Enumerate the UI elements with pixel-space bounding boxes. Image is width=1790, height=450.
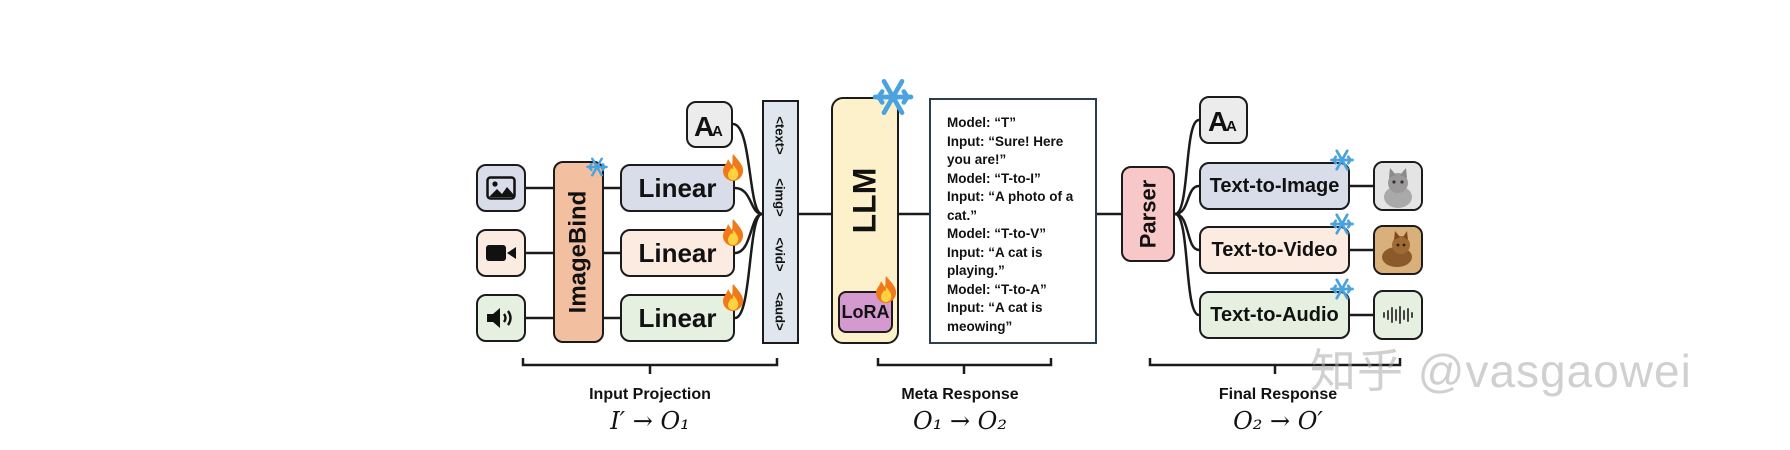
text-to-audio-generator: Text-to-Audio <box>1199 291 1350 339</box>
meta-line: Input: “A photo of a <box>947 189 1074 204</box>
section-label-final-response: Final Response <box>1218 386 1338 403</box>
linear-layer-video: Linear <box>620 229 735 277</box>
meta-line: Model: “T-to-A” <box>947 281 1047 297</box>
meta-line: Model: “T” <box>947 115 1016 130</box>
text-to-video-generator: Text-to-Video <box>1199 226 1350 274</box>
text-to-image-generator: Text-to-Image <box>1199 162 1350 210</box>
meta-line: you are!” <box>947 152 1007 167</box>
snowflake-icon <box>1330 213 1354 235</box>
cat-video-output <box>1373 225 1423 275</box>
cat-photo-icon <box>1375 163 1421 209</box>
text-size-icon: A A <box>694 111 723 139</box>
meta-line: Input: “A cat is <box>947 244 1043 260</box>
fire-icon <box>723 284 744 311</box>
image-modality-box <box>476 164 526 212</box>
image-icon <box>486 176 516 200</box>
meta-line: cat.” <box>947 207 978 223</box>
svg-text:A: A <box>694 111 714 139</box>
text-modality-box: A A <box>686 101 733 148</box>
meta-line: Input: “A cat is <box>947 300 1043 315</box>
waveform-icon <box>1383 306 1413 324</box>
audio-output <box>1373 290 1423 340</box>
text-size-icon: A A <box>1208 106 1237 134</box>
text-output-box: A A <box>1199 96 1248 144</box>
snowflake-icon <box>875 81 911 112</box>
meta-line: meowing” <box>947 318 1013 334</box>
section-label-input-projection: Input Projection <box>589 386 711 403</box>
audio-modality-box <box>476 294 526 342</box>
meta-line: playing.” <box>947 263 1005 278</box>
formula-meta-response: O₁ → O₂ <box>913 407 1007 435</box>
linear-layer-image: Linear <box>620 164 735 212</box>
watermark: 知乎 @vasgaowei <box>1310 345 1692 397</box>
fire-icon <box>723 154 744 181</box>
formula-final-response: O₂ → O′ <box>1233 407 1323 435</box>
fire-icon <box>876 276 897 303</box>
imagebind-encoder: ImageBind <box>553 161 604 343</box>
meta-line: Model: “T-to-V” <box>947 226 1046 241</box>
cat-image-output <box>1373 161 1423 211</box>
video-icon <box>486 245 516 261</box>
audio-icon <box>487 308 512 328</box>
parser-block: Parser <box>1121 166 1175 262</box>
cat-video-frame-icon <box>1375 227 1421 273</box>
modality-token-strip: <text> <img> <vid> <aud> <box>762 100 799 344</box>
section-label-meta-response: Meta Response <box>901 386 1019 403</box>
meta-line: Model: “T-to-I” <box>947 170 1041 186</box>
meta-line: Input: “Sure! Here <box>947 133 1064 149</box>
snowflake-icon <box>586 157 608 177</box>
svg-text:A: A <box>1226 118 1237 134</box>
snowflake-icon <box>1330 278 1354 300</box>
video-modality-box <box>476 229 526 277</box>
fire-icon <box>723 219 744 246</box>
linear-layer-audio: Linear <box>620 294 735 342</box>
svg-text:A: A <box>712 123 723 139</box>
snowflake-icon <box>1330 149 1354 171</box>
svg-text:A: A <box>1208 106 1228 134</box>
meta-response-box: Model: “T” Input: “Sure! Here you are!” … <box>929 98 1097 344</box>
formula-input-projection: I′ → O₁ <box>610 407 690 435</box>
